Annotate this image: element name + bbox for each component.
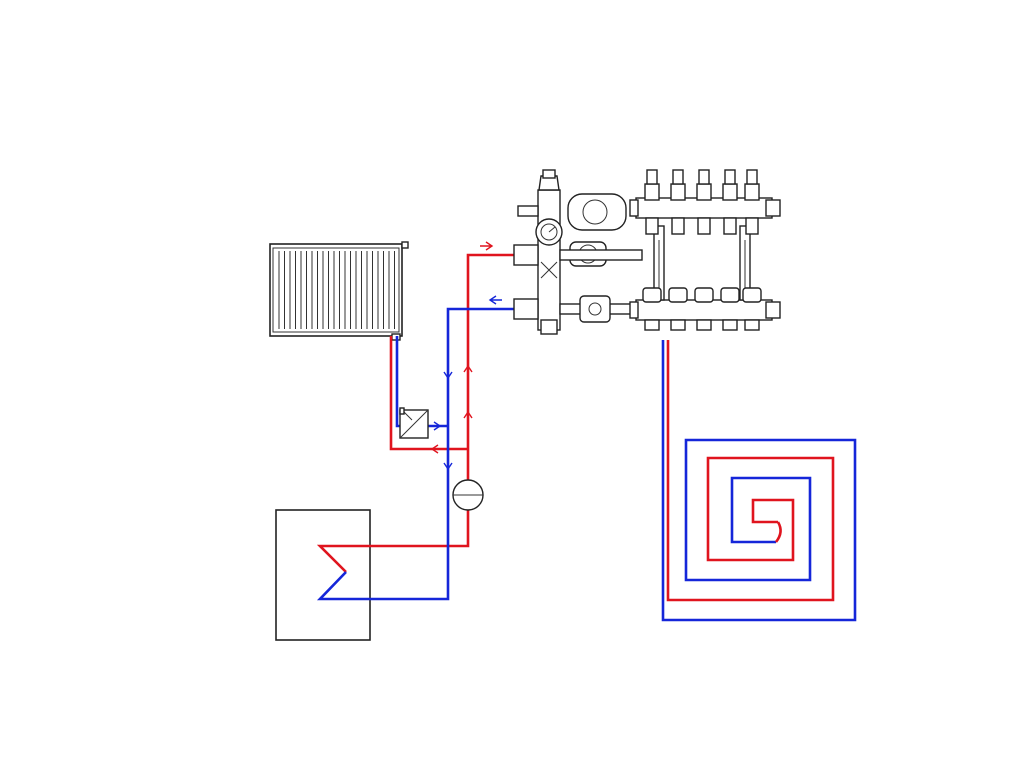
return-pipe [395, 295, 515, 480]
boiler-icon [275, 480, 470, 641]
spiral-loop-icon [661, 340, 857, 622]
valve-icon [399, 407, 429, 439]
supply-pipe [389, 241, 515, 480]
manifold-icon [513, 169, 781, 335]
radiator-icon [269, 241, 409, 341]
pump-icon [452, 479, 484, 511]
